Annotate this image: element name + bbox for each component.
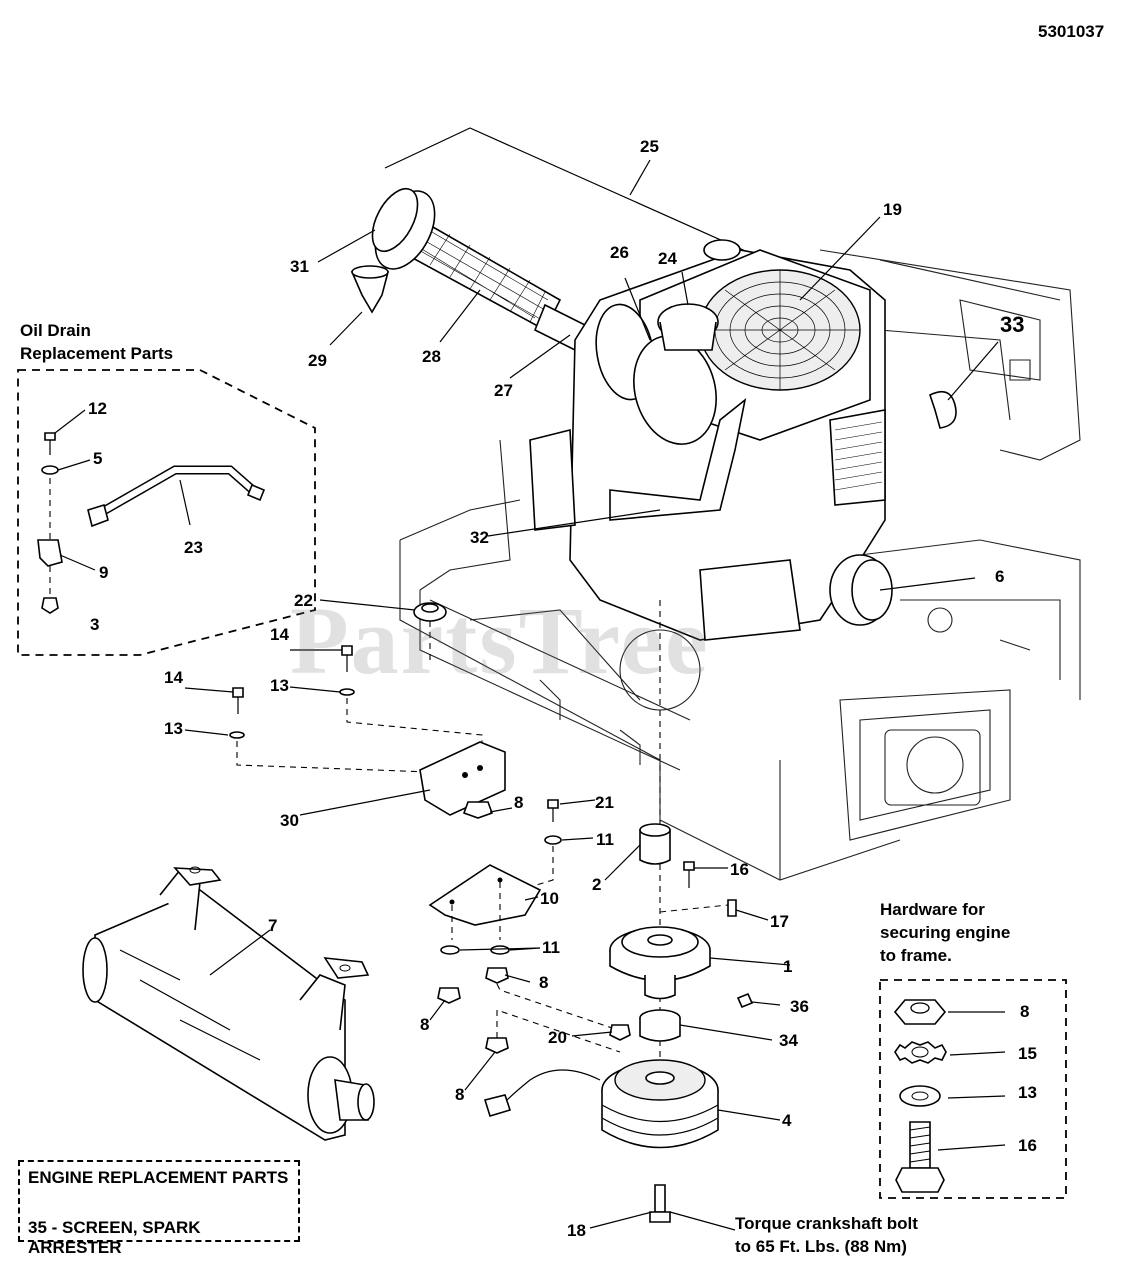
hardware-note: Hardware for securing engine to frame. <box>880 898 1010 967</box>
callout-12: 12 <box>88 399 107 418</box>
callout-hardware-15: 15 <box>1018 1044 1037 1063</box>
hardware-note-line3: to frame. <box>880 946 952 965</box>
callout-8a: 8 <box>514 793 523 812</box>
callout-33: 33 <box>1000 312 1024 337</box>
engine-replacement-item: 35 - SCREEN, SPARK ARRESTER <box>28 1218 201 1257</box>
callout-13a: 13 <box>270 676 289 695</box>
oil-drain-title-line2: Replacement Parts <box>20 344 174 363</box>
callout-31: 31 <box>290 257 309 276</box>
callout-20: 20 <box>548 1028 567 1047</box>
callout-11a: 11 <box>596 830 614 849</box>
diagram-id: 5301037 <box>1038 22 1105 41</box>
callout-13b: 13 <box>164 719 183 738</box>
callout-30: 30 <box>280 811 299 830</box>
callout-3: 3 <box>90 615 99 634</box>
engine-replacement-box: ENGINE REPLACEMENT PARTS 35 - SCREEN, SP… <box>18 1160 300 1257</box>
callout-4: 4 <box>782 1111 792 1130</box>
callout-hardware-13: 13 <box>1018 1083 1037 1102</box>
callout-hardware-8: 8 <box>1020 1002 1029 1021</box>
callout-27: 27 <box>494 381 513 400</box>
callout-28: 28 <box>422 347 441 366</box>
callout-9: 9 <box>99 563 108 582</box>
callout-8d: 8 <box>455 1085 464 1104</box>
callout-2: 2 <box>592 875 601 894</box>
callout-labels: 25 19 31 26 24 33 29 28 27 12 5 23 9 3 3… <box>88 137 1037 1240</box>
muffler <box>82 866 375 1141</box>
callout-25: 25 <box>640 137 659 156</box>
engine-replacement-title: ENGINE REPLACEMENT PARTS <box>28 1168 289 1187</box>
callout-24: 24 <box>658 249 677 268</box>
watermark: PartsTree <box>290 587 710 694</box>
callout-29: 29 <box>308 351 327 370</box>
callout-32: 32 <box>470 528 489 547</box>
mower-frame <box>399 249 1081 881</box>
hardware-note-line2: securing engine <box>880 923 1011 942</box>
leader-lines <box>54 216 1006 1231</box>
callout-6: 6 <box>995 567 1004 586</box>
torque-note-line2: to 65 Ft. Lbs. (88 Nm) <box>735 1237 907 1256</box>
callout-22: 22 <box>294 591 313 610</box>
hardware-note-line1: Hardware for <box>880 900 985 919</box>
callout-36: 36 <box>790 997 809 1016</box>
callout-5: 5 <box>93 449 102 468</box>
callout-18: 18 <box>567 1221 586 1240</box>
engine <box>529 239 893 1060</box>
oil-drain-title: Oil Drain Replacement Parts <box>20 319 173 365</box>
hose-clamp <box>929 390 957 429</box>
callout-1: 1 <box>783 957 792 976</box>
callout-17: 17 <box>770 912 789 931</box>
callout-23: 23 <box>184 538 203 557</box>
callout-14a: 14 <box>270 625 289 644</box>
hardware-box <box>879 979 1067 1199</box>
torque-note: Torque crankshaft bolt to 65 Ft. Lbs. (8… <box>735 1212 918 1258</box>
oil-drain-title-line1: Oil Drain <box>20 321 91 340</box>
callout-8c: 8 <box>420 1015 429 1034</box>
callout-19: 19 <box>883 200 902 219</box>
pulley-stack <box>483 823 754 1223</box>
engine-bracket-hardware <box>229 602 631 1054</box>
callout-10: 10 <box>540 889 559 908</box>
callout-26: 26 <box>610 243 629 262</box>
callout-14b: 14 <box>164 668 183 687</box>
callout-7: 7 <box>268 916 277 935</box>
callout-21: 21 <box>595 793 614 812</box>
callout-hardware-16: 16 <box>1018 1136 1037 1155</box>
callout-34: 34 <box>779 1031 798 1050</box>
torque-note-line1: Torque crankshaft bolt <box>735 1214 918 1233</box>
oil-drain-box <box>17 369 316 656</box>
callout-8b: 8 <box>539 973 548 992</box>
callout-11b: 11 <box>542 938 560 957</box>
callout-16a: 16 <box>730 860 749 879</box>
